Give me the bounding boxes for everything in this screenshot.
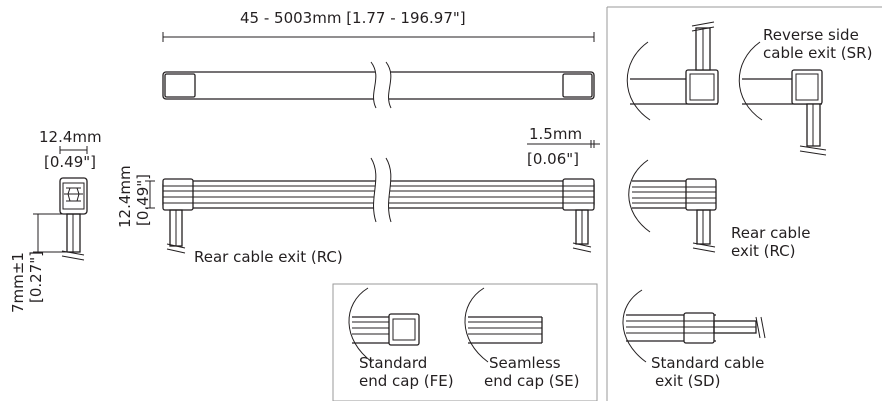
- rear-cable-exit-main-label: Rear cable exit (RC): [194, 248, 343, 266]
- profile-side-view: [162, 157, 595, 254]
- profile-width-in-label: [0.49"]: [44, 153, 96, 171]
- standard-cable-exit-label-2: exit (SD): [655, 372, 720, 390]
- standard-end-cap-drawing: Standard end cap (FE): [348, 287, 454, 390]
- cap-thickness-in-label: [0.06"]: [527, 150, 579, 168]
- seamless-end-cap-drawing: Seamless end cap (SE): [464, 287, 579, 390]
- profile-cross-section: 12.4mm [0.49"] 7mm±1 [0.27"]: [9, 128, 102, 313]
- reverse-side-label-2: cable exit (SR): [763, 44, 872, 62]
- standard-end-cap-label-2: end cap (FE): [359, 372, 454, 390]
- profile-height-in-label: [0.49"]: [134, 174, 152, 226]
- profile-height-dimension: 12.4mm [0.49"]: [116, 165, 155, 228]
- profile-height-mm-label: 12.4mm: [116, 165, 134, 228]
- cap-thickness-dimension: 1.5mm [0.06"]: [527, 125, 600, 168]
- side-cable-exit-drawing: [626, 21, 719, 121]
- seamless-end-cap-label-2: end cap (SE): [484, 372, 579, 390]
- rear-cable-exit-option-drawing: Rear cable exit (RC): [628, 159, 810, 260]
- overall-length-label: 45 - 5003mm [1.77 - 196.97"]: [240, 9, 466, 27]
- profile-top-view: [162, 61, 595, 109]
- seamless-end-cap-label-1: Seamless: [489, 354, 561, 372]
- reverse-side-label-1: Reverse side: [763, 26, 859, 44]
- standard-cable-exit-label-1: Standard cable: [651, 354, 764, 372]
- overall-length-dimension: 45 - 5003mm [1.77 - 196.97"]: [162, 9, 595, 42]
- standard-end-cap-label-1: Standard: [359, 354, 427, 372]
- rear-cable-exit-label-2: exit (RC): [731, 242, 796, 260]
- profile-width-mm-label: 12.4mm: [39, 128, 102, 146]
- rear-cable-exit-label-1: Rear cable: [731, 224, 810, 242]
- standard-cable-exit-drawing: Standard cable exit (SD): [622, 289, 766, 390]
- end-cap-panel-frame: [332, 283, 598, 401]
- cap-thickness-mm-label: 1.5mm: [529, 125, 582, 143]
- options-panel-frame: [606, 6, 882, 401]
- cable-length-in-label: [0.27"]: [27, 251, 45, 303]
- cable-length-mm-label: 7mm±1: [9, 252, 27, 313]
- reverse-side-cable-exit-drawing: Reverse side cable exit (SR): [738, 26, 872, 156]
